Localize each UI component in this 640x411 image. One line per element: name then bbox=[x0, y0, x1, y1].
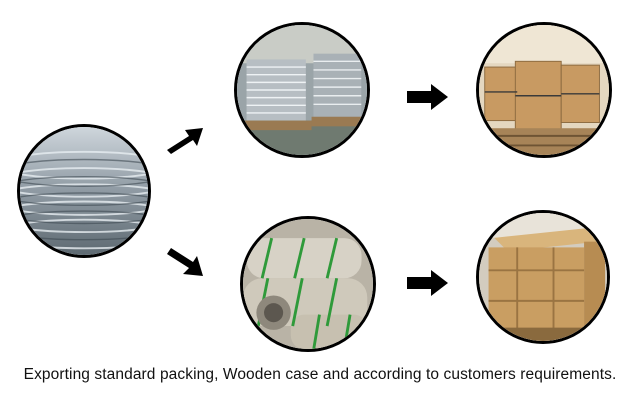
source-coil-image bbox=[17, 124, 151, 258]
caption-text: Exporting standard packing, Wooden case … bbox=[23, 366, 617, 383]
arrow-to-wrapped-icon bbox=[407, 84, 448, 110]
wooden-case-image bbox=[476, 210, 610, 344]
pallet-coils-image bbox=[234, 22, 370, 158]
wrapped-coils-image bbox=[476, 22, 612, 158]
arrow-to-pallet-icon bbox=[167, 128, 203, 154]
arrow-to-wooden-case-icon bbox=[407, 270, 448, 296]
strapped-coils-image bbox=[240, 216, 376, 352]
arrow-to-strapped-icon bbox=[167, 248, 203, 276]
